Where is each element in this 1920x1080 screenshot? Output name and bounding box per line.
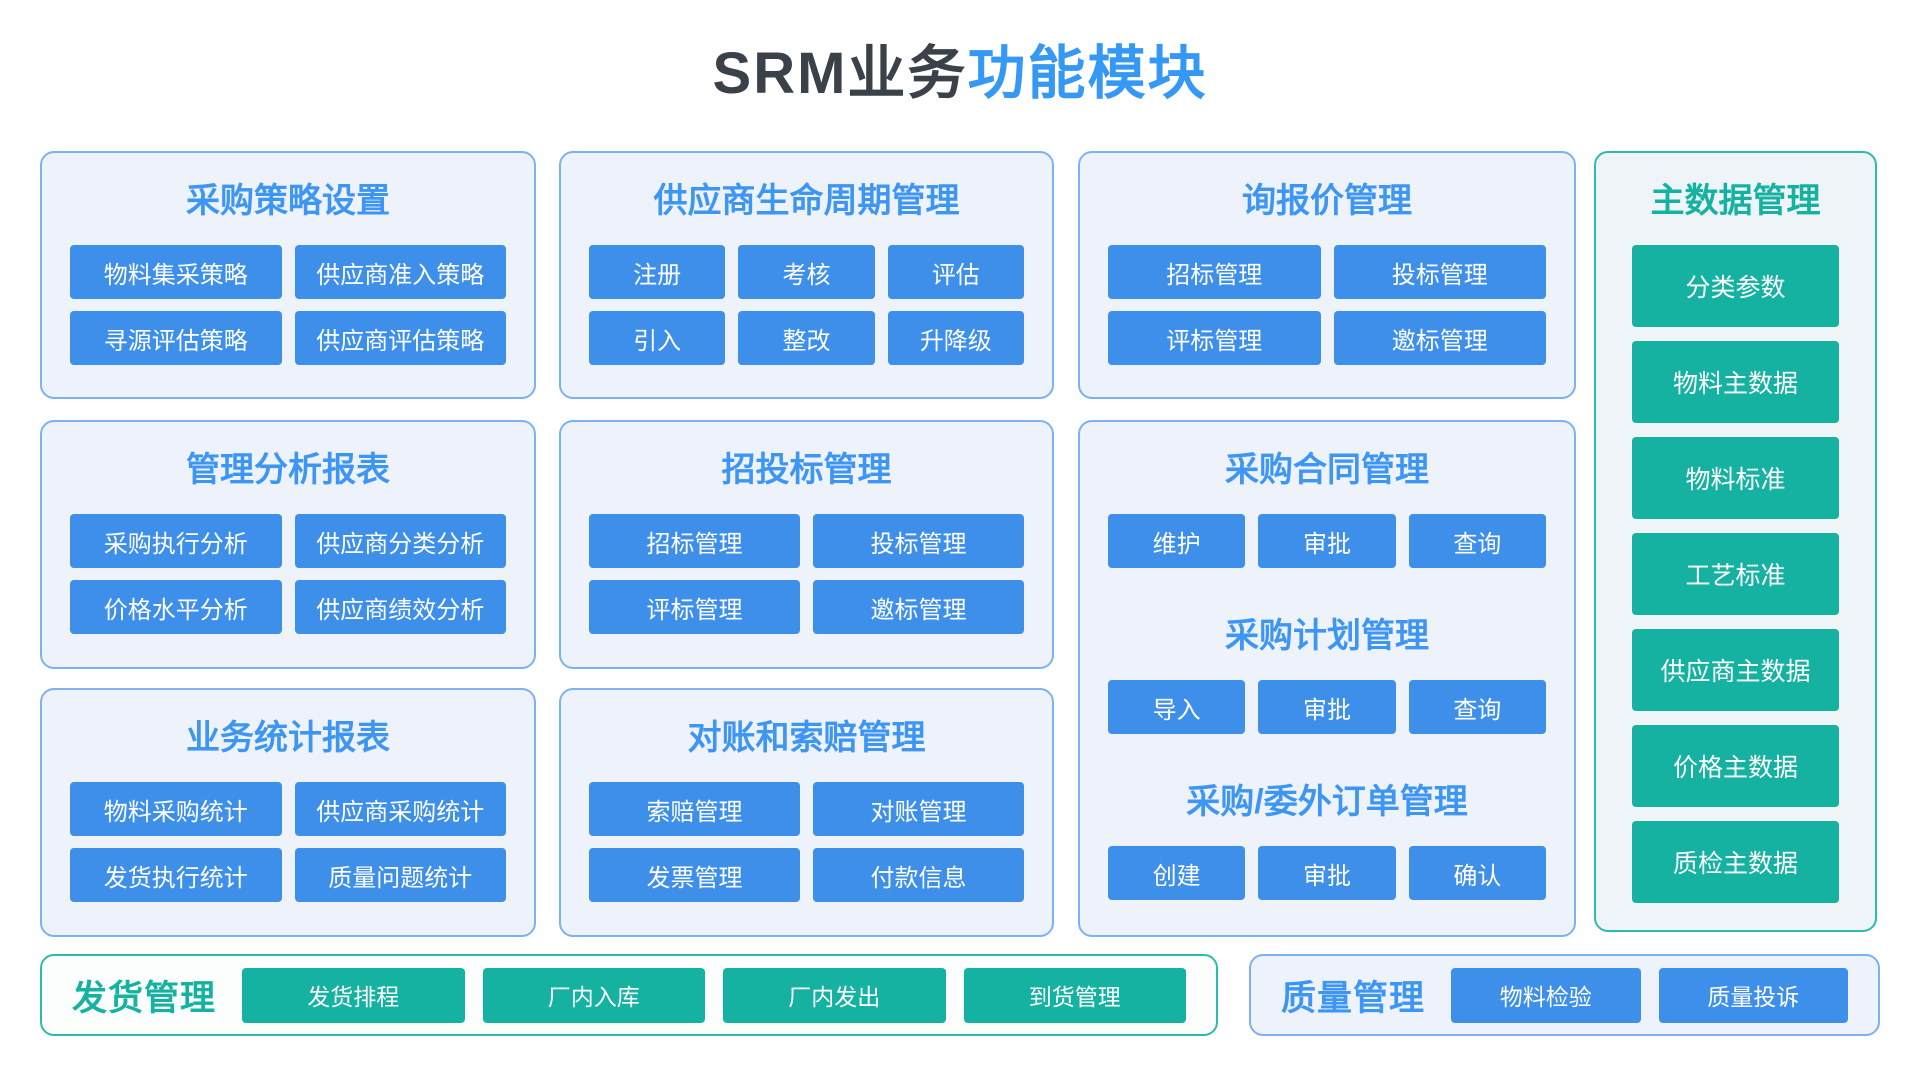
button-grid: 创建 审批 确认 [1108, 846, 1546, 900]
module-button[interactable]: 供应商采购统计 [294, 782, 506, 836]
module-button[interactable]: 采购执行分析 [70, 514, 282, 568]
module-button[interactable]: 寻源评估策略 [70, 311, 282, 365]
button-grid: 索赔管理 对账管理 发票管理 付款信息 [589, 782, 1024, 902]
card-analysis-reports: 管理分析报表 采购执行分析 供应商分类分析 价格水平分析 供应商绩效分析 [40, 420, 536, 669]
module-button[interactable]: 评标管理 [1108, 311, 1321, 365]
module-button[interactable]: 物料主数据 [1632, 341, 1839, 423]
module-button[interactable]: 工艺标准 [1632, 533, 1839, 615]
module-button[interactable]: 质量投诉 [1658, 967, 1849, 1023]
card-shipping-management: 发货管理 发货排程 厂内入库 厂内发出 到货管理 [40, 954, 1218, 1036]
module-button[interactable]: 考核 [738, 245, 875, 299]
card-business-stats: 业务统计报表 物料采购统计 供应商采购统计 发货执行统计 质量问题统计 [40, 688, 536, 937]
card-supplier-lifecycle: 供应商生命周期管理 注册 考核 评估 引入 整改 升降级 [559, 151, 1054, 399]
card-title: 对账和索赔管理 [687, 719, 926, 757]
module-button[interactable]: 投标管理 [1333, 245, 1546, 299]
module-button[interactable]: 物料标准 [1632, 437, 1839, 519]
card-title: 主数据管理 [1650, 182, 1821, 220]
module-button[interactable]: 邀标管理 [813, 580, 1024, 634]
module-button[interactable]: 质检主数据 [1632, 821, 1839, 903]
button-row: 发货排程 厂内入库 厂内发出 到货管理 [242, 967, 1187, 1023]
button-grid: 维护 审批 查询 [1108, 514, 1546, 568]
card-title: 采购策略设置 [186, 182, 390, 220]
module-button[interactable]: 付款信息 [813, 848, 1024, 902]
button-grid: 物料采购统计 供应商采购统计 发货执行统计 质量问题统计 [70, 782, 506, 902]
module-button[interactable]: 审批 [1258, 680, 1396, 734]
card-reconciliation-claims: 对账和索赔管理 索赔管理 对账管理 发票管理 付款信息 [559, 688, 1054, 937]
card-quality-management: 质量管理 物料检验 质量投诉 [1249, 954, 1880, 1036]
card-master-data: 主数据管理 分类参数 物料主数据 物料标准 工艺标准 供应商主数据 价格主数据 … [1594, 151, 1877, 932]
module-button[interactable]: 审批 [1258, 846, 1396, 900]
module-button[interactable]: 发票管理 [589, 848, 800, 902]
button-grid: 招标管理 投标管理 评标管理 邀标管理 [589, 514, 1024, 634]
card-title: 供应商生命周期管理 [653, 182, 960, 220]
module-button[interactable]: 物料集采策略 [70, 245, 282, 299]
card-title: 采购/委外订单管理 [1186, 783, 1468, 821]
module-button[interactable]: 评估 [887, 245, 1024, 299]
module-button[interactable]: 供应商准入策略 [294, 245, 506, 299]
module-button[interactable]: 到货管理 [963, 967, 1187, 1023]
button-grid: 分类参数 物料主数据 物料标准 工艺标准 供应商主数据 价格主数据 质检主数据 [1632, 245, 1839, 903]
module-button[interactable]: 厂内发出 [723, 967, 946, 1023]
module-button[interactable]: 审批 [1258, 514, 1396, 568]
button-grid: 采购执行分析 供应商分类分析 价格水平分析 供应商绩效分析 [70, 514, 506, 634]
module-button[interactable]: 创建 [1108, 846, 1246, 900]
module-button[interactable]: 物料采购统计 [70, 782, 282, 836]
module-button[interactable]: 评标管理 [589, 580, 800, 634]
card-title: 询报价管理 [1242, 182, 1412, 220]
module-button[interactable]: 引入 [589, 311, 726, 365]
module-button[interactable]: 招标管理 [1108, 245, 1321, 299]
module-button[interactable]: 查询 [1408, 514, 1546, 568]
module-button[interactable]: 厂内入库 [482, 967, 706, 1023]
module-button[interactable]: 质量问题统计 [294, 848, 506, 902]
module-button[interactable]: 发货排程 [242, 967, 465, 1023]
module-button[interactable]: 查询 [1408, 680, 1546, 734]
card-title: 发货管理 [72, 978, 217, 1018]
card-purchase-management: 采购合同管理 维护 审批 查询 采购计划管理 导入 审批 查询 采购/委外订单管… [1078, 420, 1576, 937]
button-grid: 导入 审批 查询 [1108, 680, 1546, 734]
button-grid: 物料集采策略 供应商准入策略 寻源评估策略 供应商评估策略 [70, 245, 506, 365]
page-title: SRM业务功能模块 [0, 26, 1920, 110]
module-button[interactable]: 供应商绩效分析 [294, 580, 506, 634]
button-grid: 注册 考核 评估 引入 整改 升降级 [589, 245, 1024, 365]
page-title-accent: 功能模块 [967, 41, 1208, 106]
module-button[interactable]: 价格主数据 [1632, 725, 1839, 807]
module-button[interactable]: 索赔管理 [589, 782, 800, 836]
module-button[interactable]: 投标管理 [813, 514, 1024, 568]
module-button[interactable]: 导入 [1108, 680, 1246, 734]
module-button[interactable]: 价格水平分析 [70, 580, 282, 634]
module-button[interactable]: 对账管理 [813, 782, 1024, 836]
module-button[interactable]: 分类参数 [1632, 245, 1839, 327]
module-button[interactable]: 供应商评估策略 [294, 311, 506, 365]
module-button[interactable]: 招标管理 [589, 514, 800, 568]
module-button[interactable]: 整改 [738, 311, 875, 365]
card-title: 招投标管理 [721, 451, 892, 489]
card-title: 采购计划管理 [1225, 617, 1429, 655]
button-row: 物料检验 质量投诉 [1451, 967, 1849, 1023]
card-title: 业务统计报表 [186, 719, 390, 757]
card-rfq-management: 询报价管理 招标管理 投标管理 评标管理 邀标管理 [1078, 151, 1576, 399]
module-button[interactable]: 确认 [1408, 846, 1546, 900]
module-button[interactable]: 邀标管理 [1333, 311, 1546, 365]
card-title: 管理分析报表 [186, 451, 390, 489]
button-grid: 招标管理 投标管理 评标管理 邀标管理 [1108, 245, 1546, 365]
module-button[interactable]: 供应商主数据 [1632, 629, 1839, 711]
module-button[interactable]: 升降级 [887, 311, 1024, 365]
card-procurement-strategy: 采购策略设置 物料集采策略 供应商准入策略 寻源评估策略 供应商评估策略 [40, 151, 536, 399]
module-button[interactable]: 注册 [589, 245, 726, 299]
module-button[interactable]: 供应商分类分析 [294, 514, 506, 568]
module-button[interactable]: 发货执行统计 [70, 848, 282, 902]
card-title: 质量管理 [1281, 978, 1426, 1018]
card-title: 采购合同管理 [1225, 451, 1429, 489]
card-bidding-management: 招投标管理 招标管理 投标管理 评标管理 邀标管理 [559, 420, 1054, 669]
page-title-dark: SRM业务 [712, 41, 968, 106]
module-button[interactable]: 维护 [1108, 514, 1246, 568]
module-button[interactable]: 物料检验 [1451, 967, 1641, 1023]
